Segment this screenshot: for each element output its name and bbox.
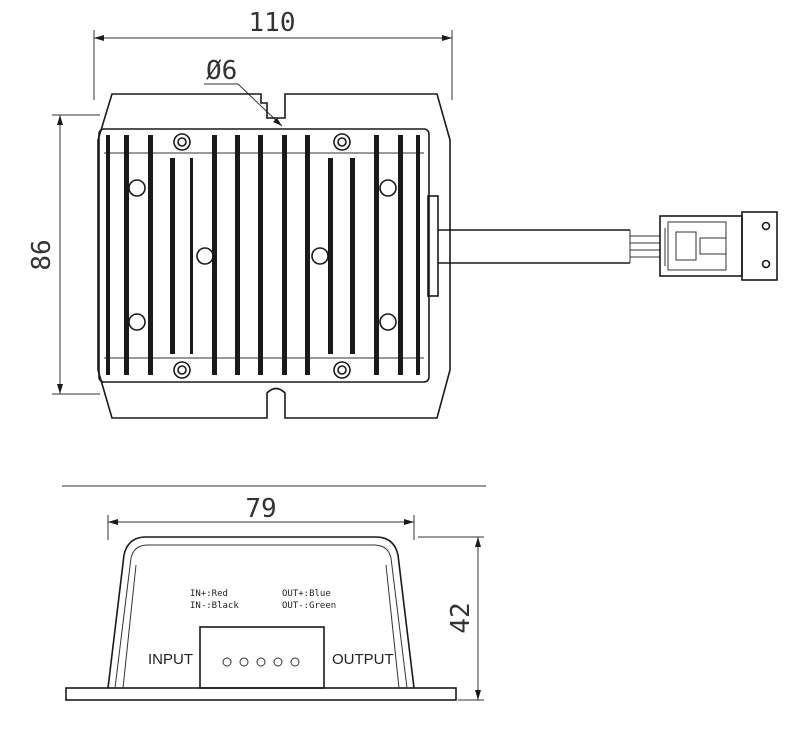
dimension-height-86: 86	[27, 114, 100, 395]
front-view: 79 42 IN+:Red IN-:Black OUT+:Blue OUT-:G…	[65, 494, 484, 701]
wire-label-in-positive: IN+:Red	[190, 589, 228, 599]
terminal-block	[199, 626, 325, 689]
heatsink-body	[98, 128, 430, 383]
dim-height-label: 86	[27, 239, 57, 270]
dimension-width-110: 110	[93, 8, 453, 100]
base-plate	[65, 687, 457, 701]
label-input: INPUT	[148, 651, 193, 668]
housing-outline	[107, 536, 415, 689]
terminal-pins	[222, 657, 300, 667]
mounting-flange	[97, 93, 451, 419]
label-output: OUTPUT	[332, 651, 394, 668]
heatsink-fins	[106, 135, 420, 375]
dim-hole-label: Ø6	[206, 56, 237, 86]
wire-label-in-negative: IN-:Black	[190, 601, 239, 611]
dimension-width-79: 79	[107, 494, 415, 540]
dim-height-42-label: 42	[446, 602, 476, 633]
connector-plug	[659, 211, 778, 281]
output-cable	[438, 229, 660, 264]
screw-holes	[128, 133, 397, 379]
dimension-height-42: 42	[418, 536, 484, 701]
dim-width-label: 110	[249, 8, 296, 38]
top-view: 110 86 Ø6	[27, 8, 778, 419]
cable-gland	[427, 195, 439, 297]
dim-width-79-label: 79	[245, 494, 276, 524]
dimension-hole-diameter: Ø6	[204, 56, 283, 127]
wire-label-out-negative: OUT-:Green	[282, 601, 336, 611]
wire-label-out-positive: OUT+:Blue	[282, 589, 331, 599]
